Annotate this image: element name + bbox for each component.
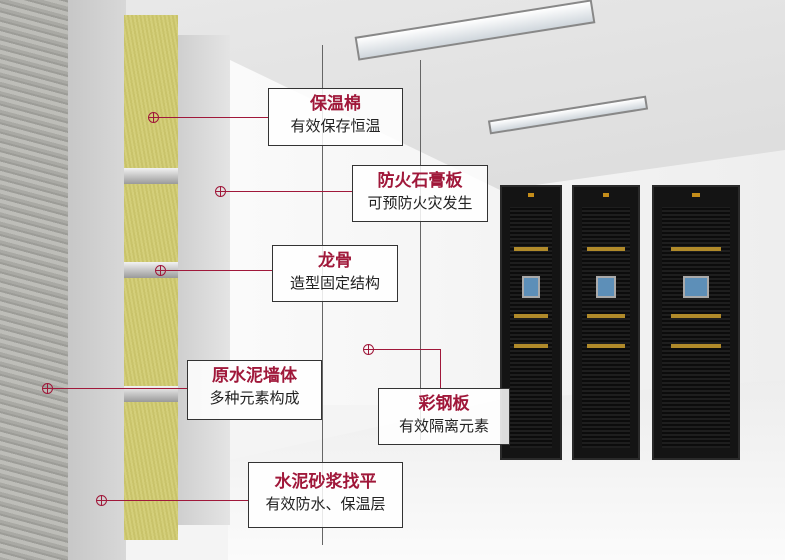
keel-band [124,262,180,278]
label-concrete-wall: 原水泥墙体多种元素构成 [187,360,322,420]
guide-line [420,60,421,440]
keel-band [124,168,180,184]
crosshair-marker-icon [363,344,374,355]
crosshair-marker-icon [42,383,53,394]
label-title: 原水泥墙体 [212,366,297,386]
label-title: 彩钢板 [418,394,470,414]
label-insulation: 保温棉有效保存恒温 [268,88,403,146]
connector-line [160,270,272,271]
crosshair-marker-icon [155,265,166,276]
crosshair-marker-icon [148,112,159,123]
label-title: 防火石膏板 [377,171,463,191]
label-desc: 多种元素构成 [209,389,300,407]
connector-line [153,117,269,118]
label-keel: 龙骨造型固定结构 [272,245,398,302]
label-title: 保温棉 [310,94,361,114]
label-desc: 可预防火灾发生 [367,194,473,212]
connector-line [368,349,440,350]
label-title: 水泥砂浆找平 [274,472,377,492]
label-desc: 造型固定结构 [289,274,380,292]
gypsum-board-layer [178,35,230,525]
label-mortar-leveling: 水泥砂浆找平有效防水、保温层 [248,462,403,528]
keel-band [124,386,180,402]
connector-line [47,388,187,389]
server-rack [572,185,640,460]
label-fire-gypsum: 防火石膏板可预防火灾发生 [352,165,488,222]
crosshair-marker-icon [215,186,226,197]
label-desc: 有效隔离元素 [398,417,489,435]
cement-board-layer [68,0,126,560]
connector-line [101,500,248,501]
label-color-steel: 彩钢板有效隔离元素 [378,388,510,445]
label-desc: 有效防水、保温层 [265,495,386,513]
label-desc: 有效保存恒温 [290,117,381,135]
concrete-wall-layer [0,0,70,560]
server-rack [500,185,562,460]
server-rack [652,185,740,460]
crosshair-marker-icon [96,495,107,506]
label-title: 龙骨 [318,251,352,271]
connector-line [220,191,352,192]
connector-line [440,349,441,389]
